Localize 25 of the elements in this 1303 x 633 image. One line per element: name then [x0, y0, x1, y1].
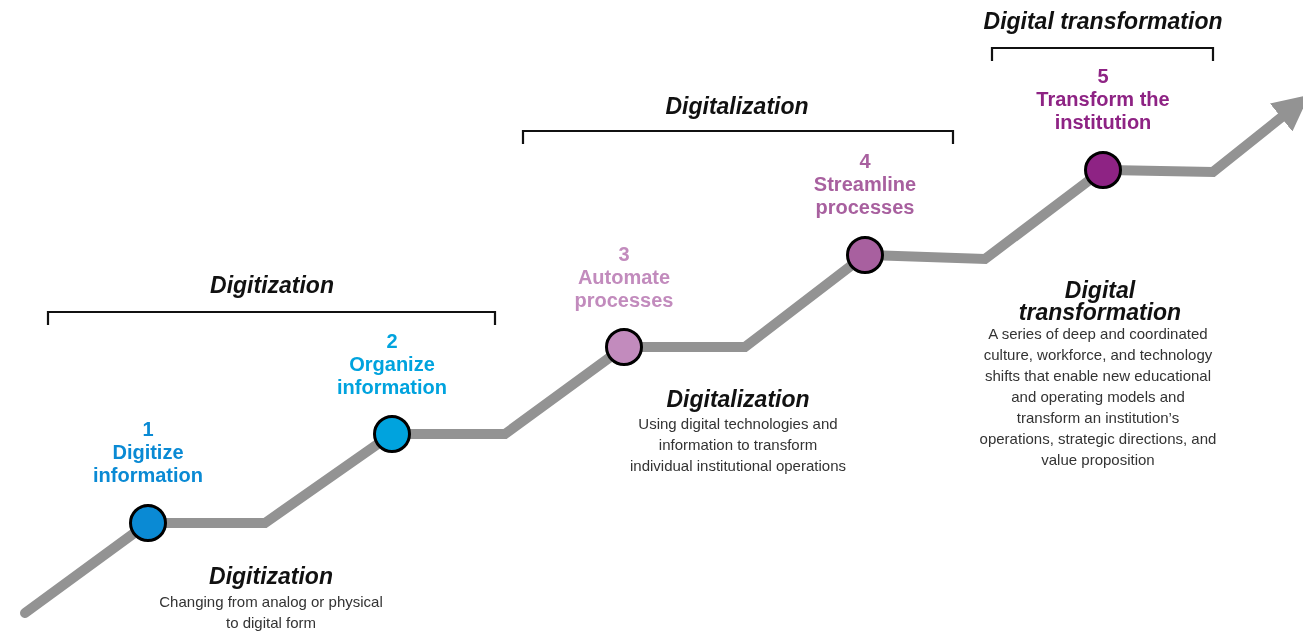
- step-number: 3: [617, 243, 631, 266]
- step-label: Digitize information: [92, 441, 204, 487]
- path-line: [166, 440, 381, 528]
- section-heading: Digital transformation: [982, 10, 1224, 32]
- path-line: [642, 261, 854, 352]
- path-line: [410, 353, 613, 439]
- definition-text: Using digital technologies and information to transform individual institutional operations: [629, 414, 847, 476]
- step-label: Streamline processes: [812, 173, 918, 219]
- definition-heading: Digitization: [208, 565, 334, 587]
- step-number: 2: [385, 330, 399, 353]
- definition-text: A series of deep and coordinated culture, workforce, and technology shifts that enable new educational and operating models and transform an institution’s operations, strategic directions, and value proposition: [978, 324, 1218, 470]
- step-number: 1: [141, 418, 155, 441]
- definition-heading: Digital transformation: [1017, 279, 1183, 323]
- path-line: [20, 528, 139, 618]
- step-label: Automate processes: [573, 266, 675, 312]
- step-number: 5: [1096, 65, 1110, 88]
- section-heading: Digitalization: [664, 95, 810, 117]
- step-number: 4: [858, 150, 872, 173]
- section-heading: Digitization: [209, 274, 335, 296]
- definition-heading: Digitalization: [665, 388, 811, 410]
- step-label: Organize information: [336, 353, 448, 399]
- path-arrow: [1120, 95, 1303, 178]
- path-line: [882, 176, 1092, 265]
- definition-text: Changing from analog or physical to digital form: [158, 592, 384, 633]
- step-label: Transform the institution: [1035, 88, 1171, 134]
